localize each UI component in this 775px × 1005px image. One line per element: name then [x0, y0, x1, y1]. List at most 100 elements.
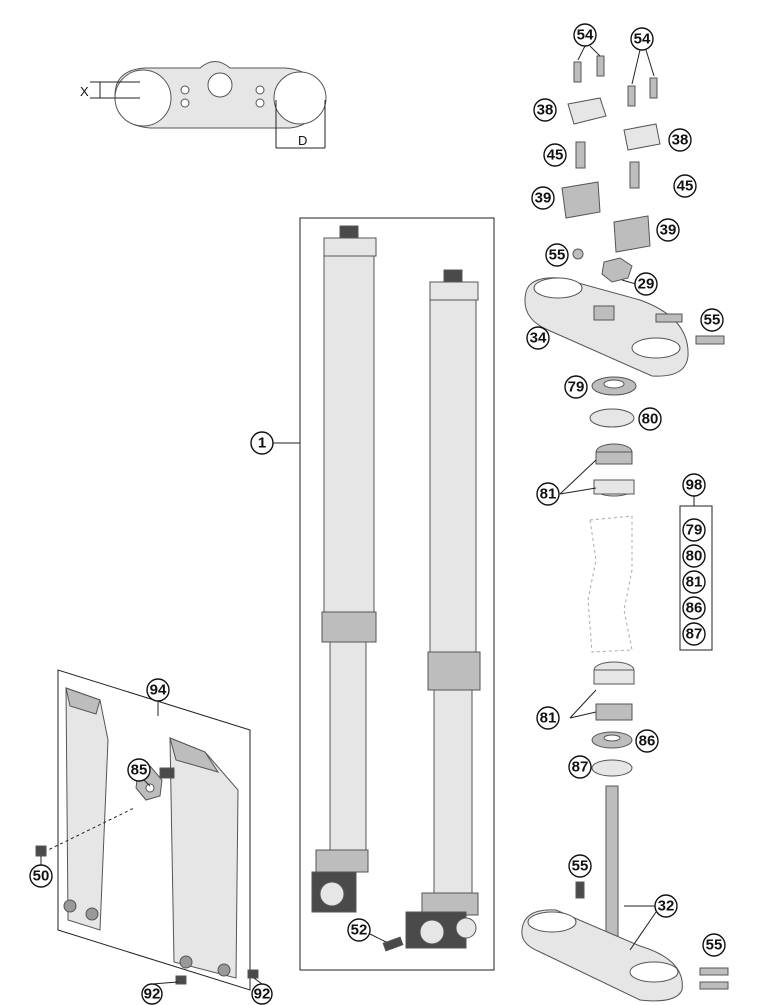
lower-triple-clamp-32	[521, 785, 683, 1002]
svg-text:29: 29	[638, 276, 655, 293]
svg-text:38: 38	[672, 132, 689, 149]
svg-text:1: 1	[258, 435, 266, 452]
callout-81-b[interactable]: 81	[536, 706, 560, 730]
callout-86[interactable]: 86	[635, 729, 659, 753]
svg-text:80: 80	[642, 411, 659, 428]
svg-text:34: 34	[530, 330, 547, 347]
svg-text:79: 79	[568, 379, 585, 396]
callout-38-a[interactable]: 38	[533, 98, 557, 122]
svg-text:54: 54	[634, 31, 651, 48]
callout-85[interactable]: 85	[127, 758, 151, 782]
svg-text:79: 79	[686, 522, 703, 539]
callout-54-a[interactable]: 54	[573, 23, 597, 47]
bolt-45-right	[629, 161, 640, 189]
svg-text:85: 85	[131, 762, 148, 779]
bolt-55-c	[699, 967, 729, 976]
callout-81-a[interactable]: 81	[536, 482, 560, 506]
callout-55-b[interactable]: 55	[700, 308, 724, 332]
callout-92-a[interactable]: 92	[141, 983, 163, 1005]
callout-80[interactable]: 80	[638, 407, 662, 431]
callout-52[interactable]: 52	[347, 918, 371, 942]
svg-text:50: 50	[33, 868, 50, 885]
bolt-45-left	[575, 141, 586, 169]
callout-54-b[interactable]: 54	[630, 27, 654, 51]
riser-39-left	[561, 181, 601, 219]
svg-text:52: 52	[351, 922, 368, 939]
fork-guard-kit-frame	[57, 669, 251, 991]
svg-text:45: 45	[547, 147, 564, 164]
callout-55-a[interactable]: 55	[545, 243, 569, 267]
svg-text:92: 92	[144, 986, 161, 1003]
callout-38-b[interactable]: 38	[668, 128, 692, 152]
svg-text:92: 92	[254, 986, 271, 1003]
bearing-kit-list-frame	[679, 505, 713, 651]
callout-50[interactable]: 50	[29, 864, 53, 888]
dimension-x-label: X	[80, 84, 89, 99]
svg-text:55: 55	[706, 937, 723, 954]
svg-text:87: 87	[686, 626, 703, 643]
kit-item-1[interactable]: 79	[682, 518, 706, 542]
svg-text:39: 39	[660, 222, 677, 239]
callout-1[interactable]: 1	[250, 431, 274, 455]
svg-text:81: 81	[540, 486, 557, 503]
screw-92-right	[247, 969, 259, 979]
callout-94[interactable]: 94	[146, 678, 170, 702]
fork-guard-right	[169, 737, 239, 979]
svg-text:86: 86	[686, 600, 703, 617]
svg-text:55: 55	[704, 312, 721, 329]
kit-item-5[interactable]: 87	[682, 622, 706, 646]
clamp-38-left	[567, 97, 607, 125]
kit-item-2[interactable]: 80	[682, 544, 706, 568]
bolt-55-stem	[575, 881, 585, 899]
fork-leg-left	[311, 225, 377, 913]
fork-guard-left	[63, 687, 109, 931]
callout-55-c[interactable]: 55	[568, 854, 592, 878]
screw-92-left	[175, 975, 187, 985]
bearing-stack-upper	[589, 376, 637, 497]
callout-87[interactable]: 87	[568, 755, 592, 779]
bearing-stack-lower	[591, 661, 635, 777]
fork-assembly-frame	[299, 217, 495, 971]
kit-item-4[interactable]: 86	[682, 596, 706, 620]
svg-text:86: 86	[639, 733, 656, 750]
svg-text:55: 55	[572, 858, 589, 875]
svg-text:98: 98	[686, 477, 703, 494]
svg-text:87: 87	[572, 759, 589, 776]
bolt-55-d	[699, 981, 729, 990]
triple-clamp-plan-view: X D	[80, 61, 327, 149]
steering-stem-outline	[587, 515, 633, 653]
callout-39-b[interactable]: 39	[656, 218, 680, 242]
callout-45-b[interactable]: 45	[673, 174, 697, 198]
callout-98[interactable]: 98	[682, 473, 706, 497]
svg-text:80: 80	[686, 548, 703, 565]
kit-item-3[interactable]: 81	[682, 570, 706, 594]
bolts-54	[573, 55, 658, 107]
screw-52	[382, 936, 404, 952]
bolt-55-a	[655, 313, 683, 323]
callout-39-a[interactable]: 39	[531, 186, 555, 210]
callout-92-b[interactable]: 92	[251, 983, 273, 1005]
plug-55	[572, 248, 584, 260]
upper-triple-clamp-34	[524, 277, 689, 377]
callout-32[interactable]: 32	[654, 894, 678, 918]
svg-text:55: 55	[549, 247, 566, 264]
callout-45-a[interactable]: 45	[543, 143, 567, 167]
svg-text:54: 54	[577, 27, 594, 44]
svg-text:45: 45	[677, 178, 694, 195]
svg-text:39: 39	[535, 190, 552, 207]
bolt-55-b	[695, 335, 725, 345]
svg-text:81: 81	[540, 710, 557, 727]
callout-34[interactable]: 34	[526, 326, 550, 350]
dimension-d-label: D	[298, 133, 307, 148]
callout-55-d[interactable]: 55	[702, 933, 726, 957]
callout-79[interactable]: 79	[564, 375, 588, 399]
screw-50	[35, 845, 47, 857]
clamp-38-right	[623, 123, 661, 151]
nut-29	[601, 257, 633, 283]
riser-39-right	[613, 215, 651, 253]
callout-29[interactable]: 29	[634, 272, 658, 296]
svg-text:38: 38	[537, 102, 554, 119]
svg-text:32: 32	[658, 898, 675, 915]
svg-text:94: 94	[150, 682, 167, 699]
